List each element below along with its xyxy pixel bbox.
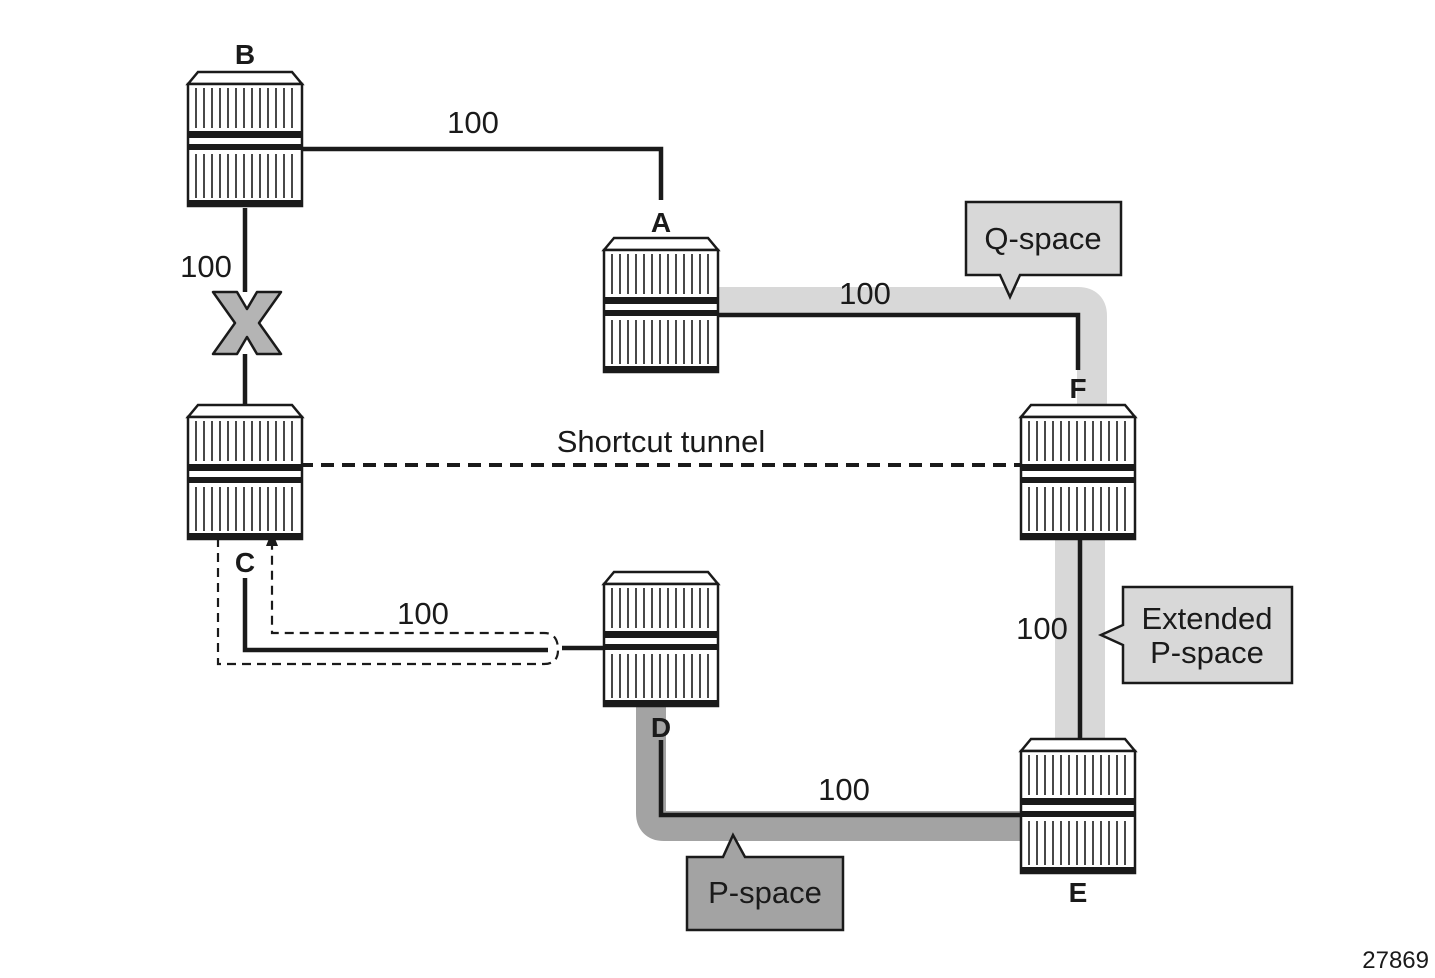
router-c-icon xyxy=(186,403,304,541)
node-label-c: C xyxy=(235,547,255,578)
shortcut-tunnel-label: Shortcut tunnel xyxy=(557,424,766,459)
p-space-highlight xyxy=(636,705,1024,841)
router-f-icon xyxy=(1019,403,1137,541)
figure-id: 27869 xyxy=(1362,947,1429,974)
link-d-e xyxy=(658,740,1024,818)
metric-c-d: 100 xyxy=(397,596,449,631)
metric-d-e: 100 xyxy=(818,772,870,807)
link-c-d xyxy=(242,578,548,653)
node-label-b: B xyxy=(235,39,255,70)
node-label-e: E xyxy=(1069,877,1088,908)
q-space-label: Q-space xyxy=(984,221,1101,256)
p-space-callout xyxy=(685,832,845,932)
extended-p-space-label-line1: Extended xyxy=(1142,601,1273,636)
repair-path-dashed xyxy=(216,538,560,666)
link-b-a xyxy=(300,146,664,200)
node-label-a: A xyxy=(651,207,671,238)
extended-p-space-callout xyxy=(1097,585,1294,685)
link-a-f xyxy=(716,312,1081,370)
node-label-f: F xyxy=(1069,373,1086,404)
failure-x-icon xyxy=(211,290,283,356)
metric-a-f: 100 xyxy=(839,276,891,311)
router-b-icon xyxy=(186,70,304,208)
p-space-label: P-space xyxy=(708,875,822,910)
node-label-d: D xyxy=(651,712,671,743)
q-space-highlight xyxy=(716,287,1107,420)
metric-f-e: 100 xyxy=(1016,611,1068,646)
router-d-icon xyxy=(602,570,720,708)
router-e-icon xyxy=(1019,737,1137,875)
extended-p-space-label-line2: P-space xyxy=(1150,635,1264,670)
q-space-callout xyxy=(964,200,1123,301)
metric-b-a: 100 xyxy=(447,105,499,140)
router-a-icon xyxy=(602,236,720,374)
metric-b-c: 100 xyxy=(180,249,232,284)
